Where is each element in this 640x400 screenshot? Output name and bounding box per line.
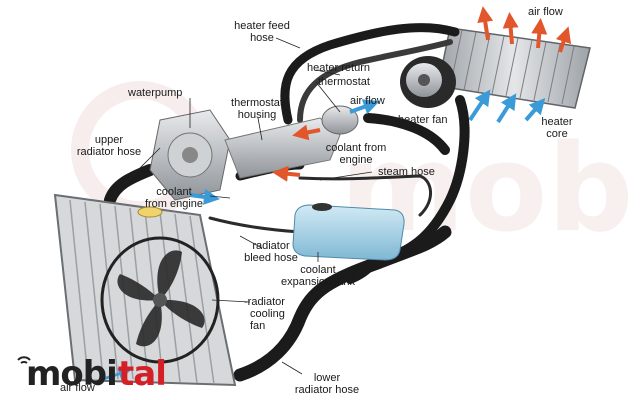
heater-feed-hose — [280, 23, 460, 125]
upper-radiator-hose — [104, 164, 156, 206]
label-air-flow-mid: air flow — [350, 95, 385, 107]
thermostat — [321, 105, 359, 135]
air-flow-arrows-top — [477, 6, 572, 53]
label-air-flow-top: air flow — [528, 6, 563, 18]
air-flow-arrows-bottom — [99, 368, 131, 382]
label-steam-hose: steam hose — [378, 166, 435, 178]
signal-waves-icon — [17, 356, 31, 364]
logo-text-accent: tal — [118, 354, 167, 394]
heater-fan — [400, 56, 456, 108]
air-flow-arrows-heater-core — [468, 89, 546, 124]
radiator-bleed-hose — [208, 216, 302, 234]
hoses — [104, 23, 470, 382]
label-air-flow-bottom: air flow — [60, 382, 95, 394]
label-thermostat: thermostat — [318, 76, 370, 88]
lower-radiator-hose — [233, 225, 452, 382]
logo-text-primary: mobi — [26, 354, 118, 394]
mobital-logo: mobi tal — [14, 350, 184, 394]
label-waterpump: waterpump — [128, 87, 183, 99]
label-radiator-cooling-fan: -radiator cooling fan — [244, 296, 285, 332]
coolant-arrows — [189, 99, 380, 205]
heater-return-hose — [297, 39, 453, 123]
label-heater-fan: heater fan — [398, 114, 448, 126]
heater-core — [437, 27, 591, 109]
label-heater-return: heater return — [307, 62, 370, 74]
waterpump — [149, 109, 231, 201]
coolant-expansion-tank — [292, 203, 405, 261]
leader-lines — [125, 37, 373, 375]
